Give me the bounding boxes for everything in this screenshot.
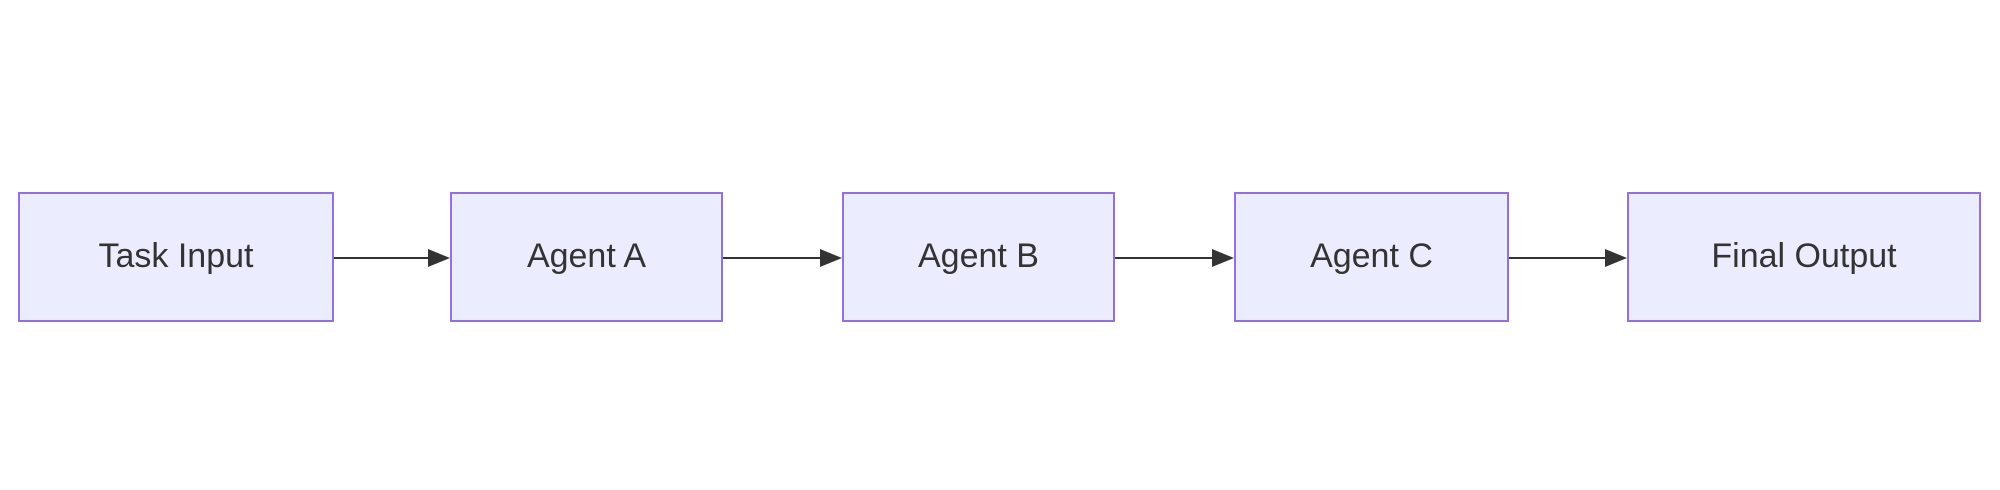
edge-line: [1509, 257, 1606, 259]
node-agent-c-label: Agent C: [1310, 237, 1433, 275]
arrowhead-right-icon: [1605, 249, 1627, 267]
arrowhead-right-icon: [820, 249, 842, 267]
edge-line: [334, 257, 429, 259]
node-agent-c: Agent C: [1234, 192, 1509, 322]
arrowhead-right-icon: [428, 249, 450, 267]
node-final-output-label: Final Output: [1711, 237, 1897, 275]
edge-line: [723, 257, 821, 259]
node-agent-a-label: Agent A: [526, 237, 647, 275]
node-final-output: Final Output: [1627, 192, 1981, 322]
node-agent-b: Agent B: [842, 192, 1115, 322]
node-agent-b-label: Agent B: [918, 237, 1039, 275]
edge-line: [1115, 257, 1213, 259]
node-task-input-label: Task Input: [98, 237, 254, 275]
arrowhead-right-icon: [1212, 249, 1234, 267]
node-agent-a: Agent A: [450, 192, 723, 322]
node-task-input: Task Input: [18, 192, 334, 322]
